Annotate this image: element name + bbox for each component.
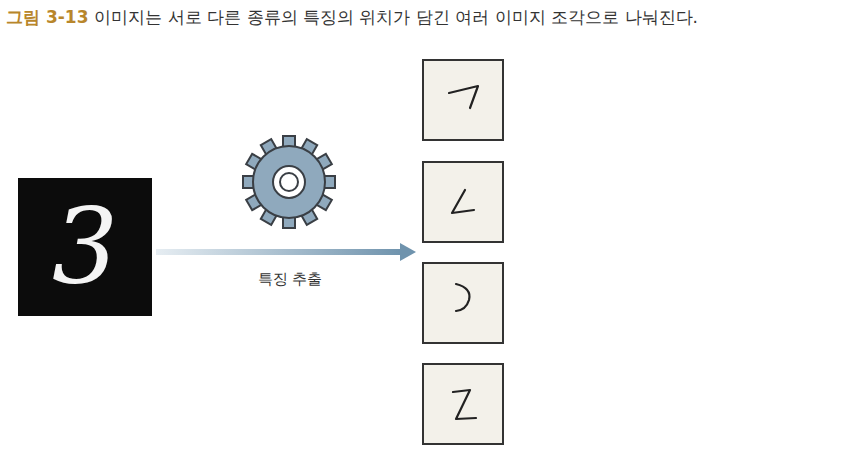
feature-strokes [449, 86, 478, 419]
caption-text: 이미지는 서로 다른 종류의 특징의 위치가 담긴 여러 이미지 조각으로 나눠… [94, 7, 697, 27]
digit-glyph: 3 [52, 195, 118, 299]
feature-boxes [423, 60, 503, 444]
digit-image: 3 [18, 178, 152, 316]
arrow-label: 특징 추출 [258, 270, 323, 289]
figure-number: 그림 3-13 [6, 7, 88, 27]
arrow-shaft [156, 249, 402, 255]
arrow-head [400, 243, 416, 261]
gear-icon [243, 136, 335, 228]
figure-caption: 그림 3-13 이미지는 서로 다른 종류의 특징의 위치가 담긴 여러 이미지 … [6, 6, 698, 29]
